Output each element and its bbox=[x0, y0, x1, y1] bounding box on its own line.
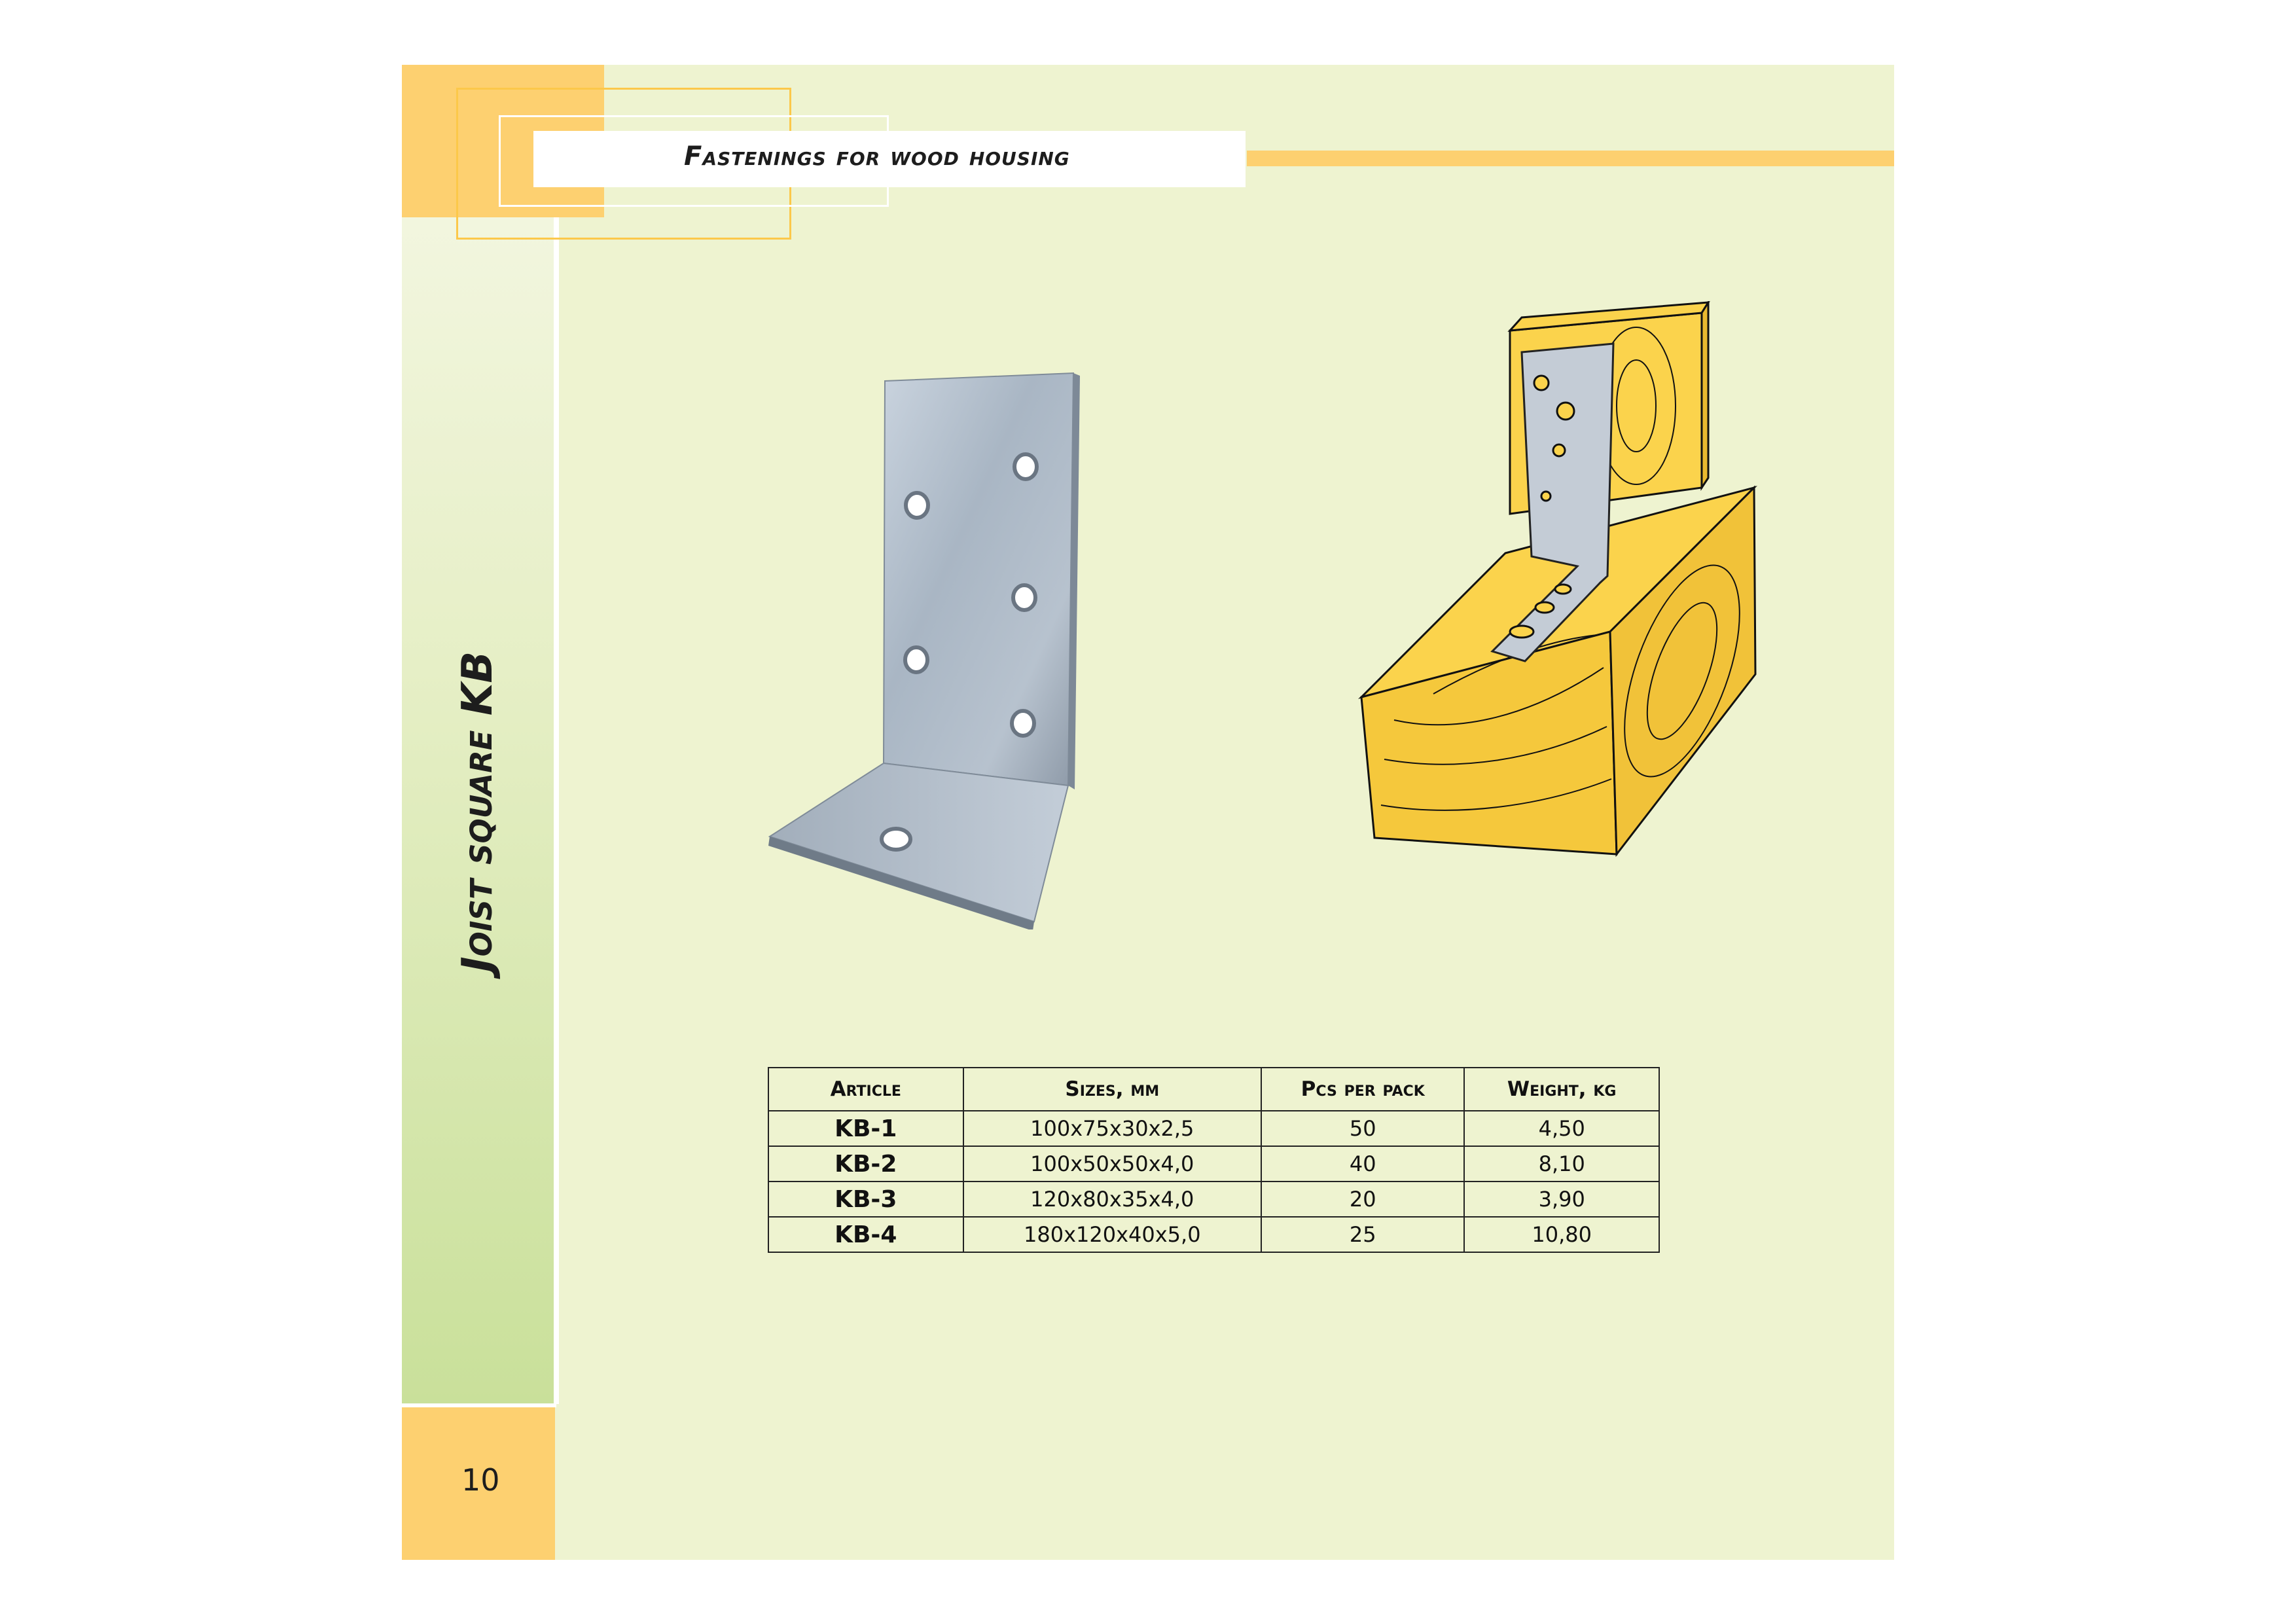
section-title: Fastenings for wood housing bbox=[684, 141, 1070, 171]
cell-size: 180x120x40x5,0 bbox=[962, 1216, 1263, 1253]
product-title: Joist square KB bbox=[454, 651, 502, 973]
corner-divider bbox=[402, 1403, 556, 1407]
cell-size: 100x75x30x2,5 bbox=[962, 1110, 1263, 1147]
galvanized-angle-bracket-photo bbox=[768, 372, 1080, 929]
cell-weight: 4,50 bbox=[1463, 1110, 1660, 1147]
cell-article: KB-2 bbox=[768, 1146, 964, 1182]
bracket-on-timber-joint-illustration bbox=[1358, 301, 1757, 857]
header-accent-bar bbox=[1247, 151, 1894, 166]
cell-weight: 3,90 bbox=[1463, 1181, 1660, 1218]
cell-weight: 10,80 bbox=[1463, 1216, 1660, 1253]
table-row: KB-1 100x75x30x2,5 50 4,50 bbox=[768, 1110, 1660, 1147]
column-header-pcs: Pcs per pack bbox=[1261, 1067, 1465, 1111]
cell-pcs: 25 bbox=[1261, 1216, 1465, 1253]
column-header-article: Article bbox=[768, 1067, 964, 1111]
specifications-table: Article Sizes, mm Pcs per pack Weight, k… bbox=[768, 1067, 1660, 1253]
cell-size: 120x80x35x4,0 bbox=[962, 1181, 1263, 1218]
column-header-weight: Weight, kg bbox=[1463, 1067, 1660, 1111]
table-row: KB-3 120x80x35x4,0 20 3,90 bbox=[768, 1181, 1660, 1218]
header-box bbox=[533, 131, 1246, 187]
cell-weight: 8,10 bbox=[1463, 1146, 1660, 1182]
cell-article: KB-1 bbox=[768, 1110, 964, 1147]
table-row: KB-4 180x120x40x5,0 25 10,80 bbox=[768, 1216, 1660, 1253]
page-number: 10 bbox=[461, 1462, 500, 1498]
sidebar-divider bbox=[554, 216, 559, 1404]
cell-article: KB-4 bbox=[768, 1216, 964, 1253]
corner-block-bottom bbox=[402, 1407, 555, 1560]
cell-pcs: 20 bbox=[1261, 1181, 1465, 1218]
column-header-sizes: Sizes, mm bbox=[962, 1067, 1263, 1111]
table-header-row: Article Sizes, mm Pcs per pack Weight, k… bbox=[768, 1067, 1660, 1111]
cell-pcs: 50 bbox=[1261, 1110, 1465, 1147]
sidebar-strip bbox=[402, 65, 556, 1403]
cell-size: 100x50x50x4,0 bbox=[962, 1146, 1263, 1182]
table-row: KB-2 100x50x50x4,0 40 8,10 bbox=[768, 1146, 1660, 1182]
cell-article: KB-3 bbox=[768, 1181, 964, 1218]
cell-pcs: 40 bbox=[1261, 1146, 1465, 1182]
